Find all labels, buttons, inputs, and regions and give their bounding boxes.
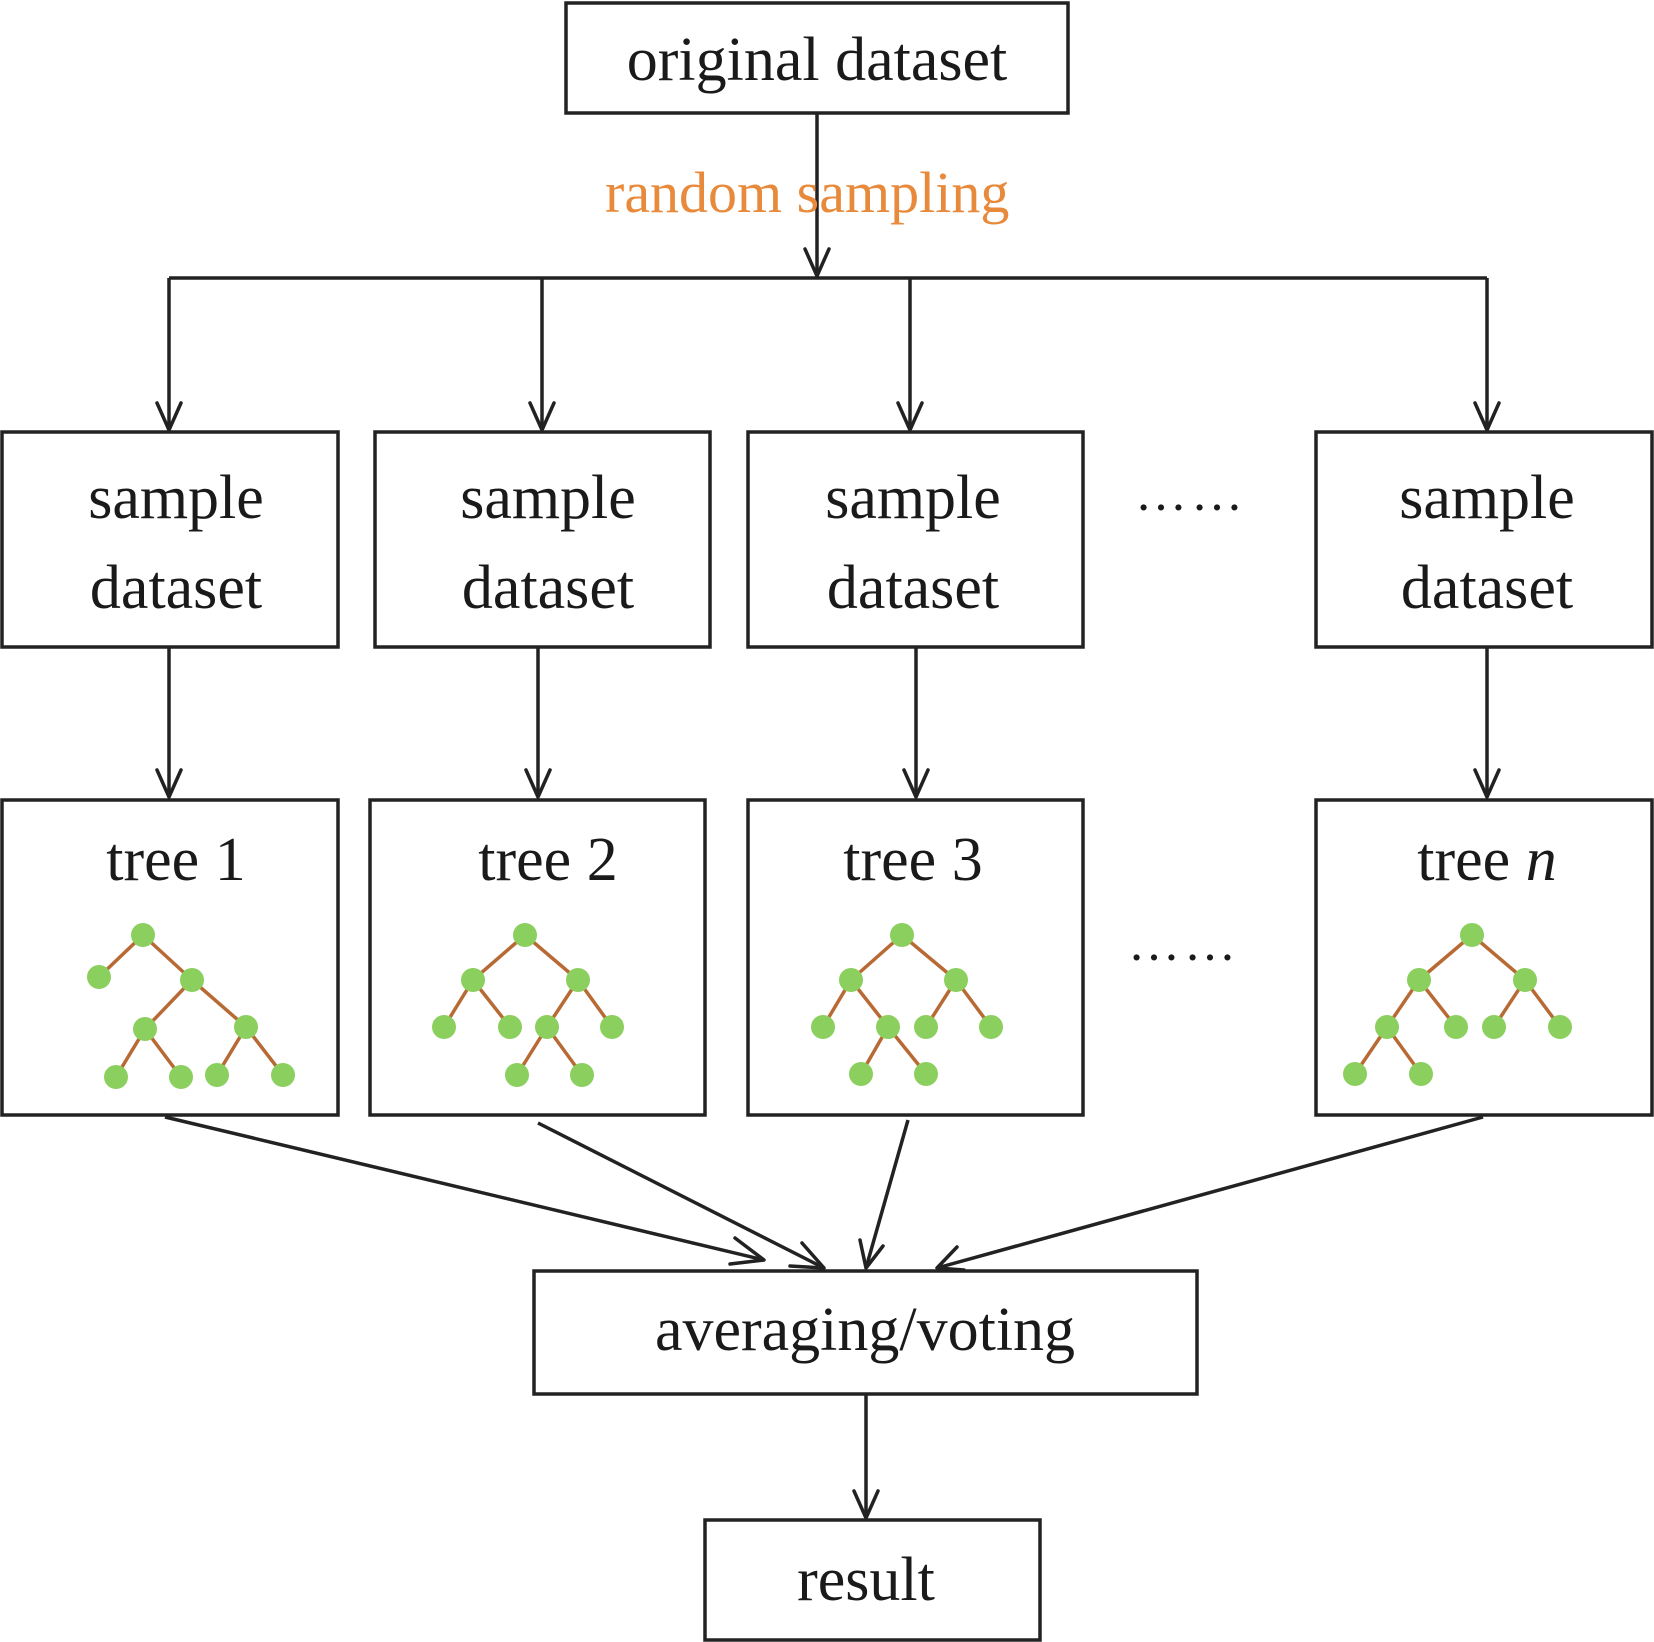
- tree-node-dot: [205, 1063, 229, 1087]
- svg-text:tree n: tree n: [1417, 826, 1556, 894]
- sample-dataset-node-3: sample dataset: [746, 430, 1085, 649]
- tree-node-dot: [104, 1065, 128, 1089]
- sample-dataset-label-line2: dataset: [462, 554, 634, 622]
- tree-node-dot: [505, 1063, 529, 1087]
- sampling-arrowhead: [803, 247, 831, 278]
- tree-node-dot: [849, 1062, 873, 1086]
- sample-drops: [155, 278, 1501, 432]
- tree-node-dot: [513, 923, 537, 947]
- tree-node-dot: [180, 968, 204, 992]
- binary-tree-icon: [811, 923, 1003, 1086]
- tree-node-3: tree 3: [746, 798, 1085, 1117]
- tree-label-variable: n: [1526, 826, 1557, 894]
- sample-dataset-label-line1: sample: [825, 464, 1001, 532]
- tree-node-4: tree n: [1314, 798, 1654, 1117]
- sample-to-tree-arrowhead-2: [524, 768, 552, 799]
- tree-to-aggregate-line-2: [537, 1121, 825, 1270]
- tree-node-dot: [1444, 1015, 1468, 1039]
- aggregate-node: averaging/voting: [532, 1269, 1199, 1396]
- sample-dataset-label-line2: dataset: [90, 554, 262, 622]
- result-label: result: [797, 1546, 935, 1614]
- tree-node-dot: [944, 968, 968, 992]
- sample-drop-arrowhead-2: [528, 401, 556, 432]
- tree-ellipsis: ……: [1128, 915, 1240, 972]
- svg-text:tree 1: tree 1: [106, 826, 245, 894]
- sample-dataset-label-line2: dataset: [827, 554, 999, 622]
- sample-to-tree-arrowhead-4: [1473, 768, 1501, 799]
- tree-to-aggregate-line-1: [164, 1115, 765, 1262]
- tree-node-dot: [131, 923, 155, 947]
- tree-node-dot: [271, 1063, 295, 1087]
- tree-node-dot: [1482, 1015, 1506, 1039]
- tree-node-2: tree 2: [368, 798, 707, 1117]
- tree-node-dot: [87, 965, 111, 989]
- original-dataset-label: original dataset: [627, 26, 1007, 94]
- tree-to-aggregate-line-4: [936, 1115, 1484, 1270]
- tree-label-prefix: tree: [106, 826, 214, 894]
- svg-text:tree 3: tree 3: [843, 826, 982, 894]
- tree-node-dot: [914, 1015, 938, 1039]
- tree-node-dot: [600, 1015, 624, 1039]
- aggregate-label: averaging/voting: [655, 1296, 1075, 1364]
- sample-dataset-node-4: sample dataset: [1314, 430, 1654, 649]
- sample-dataset-label-line1: sample: [460, 464, 636, 532]
- tree-node-dot: [566, 968, 590, 992]
- sample-to-tree-arrowhead-1: [155, 768, 183, 799]
- tree-node-dot: [234, 1015, 258, 1039]
- tree-node-dot: [169, 1065, 193, 1089]
- sample-ellipsis: ……: [1135, 465, 1247, 522]
- sample-to-tree-arrowhead-3: [902, 768, 930, 799]
- tree-label-number: 2: [587, 826, 618, 894]
- tree-node-dot: [839, 968, 863, 992]
- tree-label-number: 3: [952, 826, 983, 894]
- sample-drop-arrowhead-3: [896, 401, 924, 432]
- tree-node-dot: [890, 923, 914, 947]
- tree-to-aggregate-arrowhead-2: [788, 1241, 826, 1270]
- sample-to-tree-arrows: [155, 647, 1501, 799]
- tree-to-aggregate-arrowhead-1: [728, 1236, 766, 1266]
- sample-drop-arrowhead-4: [1473, 401, 1501, 432]
- tree-node-dot: [1375, 1015, 1399, 1039]
- random-sampling-label: random sampling: [605, 160, 1009, 225]
- tree-node-dot: [535, 1015, 559, 1039]
- tree-node-dot: [914, 1062, 938, 1086]
- tree-to-aggregate-arrows: [164, 1115, 1484, 1272]
- tree-node-dot: [1460, 923, 1484, 947]
- tree-node-dot: [811, 1015, 835, 1039]
- tree-label-number: 1: [215, 826, 246, 894]
- sample-dataset-node-1: sample dataset: [0, 430, 340, 649]
- tree-node-dot: [1343, 1062, 1367, 1086]
- sample-dataset-label-line2: dataset: [1401, 554, 1573, 622]
- tree-node-dot: [876, 1015, 900, 1039]
- binary-tree-icon: [87, 923, 295, 1089]
- tree-node-dot: [432, 1015, 456, 1039]
- tree-node-dot: [1407, 968, 1431, 992]
- tree-node-dot: [979, 1015, 1003, 1039]
- tree-node-dot: [1548, 1015, 1572, 1039]
- sample-drop-arrowhead-1: [155, 401, 183, 432]
- aggregate-to-result-arrowhead: [852, 1489, 880, 1520]
- tree-label-prefix: tree: [843, 826, 951, 894]
- tree-node-dot: [498, 1015, 522, 1039]
- tree-to-aggregate-arrowhead-4: [935, 1245, 966, 1272]
- svg-text:tree 2: tree 2: [478, 826, 617, 894]
- tree-node-dot: [133, 1017, 157, 1041]
- tree-node-dot: [1409, 1062, 1433, 1086]
- tree-node-dot: [461, 968, 485, 992]
- tree-label-prefix: tree: [1417, 826, 1525, 894]
- tree-node-dot: [570, 1063, 594, 1087]
- sample-dataset-label-line1: sample: [88, 464, 264, 532]
- tree-label-prefix: tree: [478, 826, 586, 894]
- sample-dataset-node-2: sample dataset: [373, 430, 712, 649]
- tree-to-aggregate-line-3: [864, 1119, 910, 1269]
- tree-to-aggregate-arrowhead-3: [858, 1238, 885, 1270]
- binary-tree-icon: [1343, 923, 1572, 1086]
- original-dataset-node: original dataset: [564, 1, 1070, 115]
- result-node: result: [703, 1518, 1042, 1642]
- tree-node-1: tree 1: [0, 798, 340, 1117]
- binary-tree-icon: [432, 923, 624, 1087]
- sample-dataset-label-line1: sample: [1399, 464, 1575, 532]
- tree-node-dot: [1513, 968, 1537, 992]
